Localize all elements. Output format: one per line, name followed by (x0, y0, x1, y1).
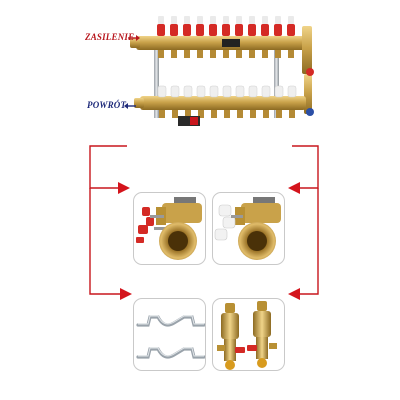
triangle-arrow-icon (118, 182, 130, 194)
triangle-arrow-icon (288, 288, 300, 300)
mounting-brackets-photo (136, 315, 205, 359)
end-fittings-photo (217, 301, 277, 370)
supply-label: ZASILENIE (85, 32, 134, 42)
return-label: POWRÓT (87, 100, 126, 110)
return-label-text: POWRÓT (87, 100, 127, 110)
triangle-arrow-icon (120, 288, 132, 300)
panel-return-fitting (212, 192, 285, 265)
panel-supply-fitting (133, 192, 206, 265)
manifold-photo (130, 16, 314, 126)
triangle-arrow-icon (288, 182, 300, 194)
panel-end-fittings (212, 298, 285, 371)
supply-label-text: ZASILENIE (85, 32, 135, 42)
arrow-left-icon (124, 103, 136, 109)
panel-mounting-brackets (133, 298, 206, 371)
arrow-right-icon (128, 35, 140, 41)
supply-fitting-photo (136, 197, 202, 260)
return-fitting-photo (214, 197, 281, 260)
